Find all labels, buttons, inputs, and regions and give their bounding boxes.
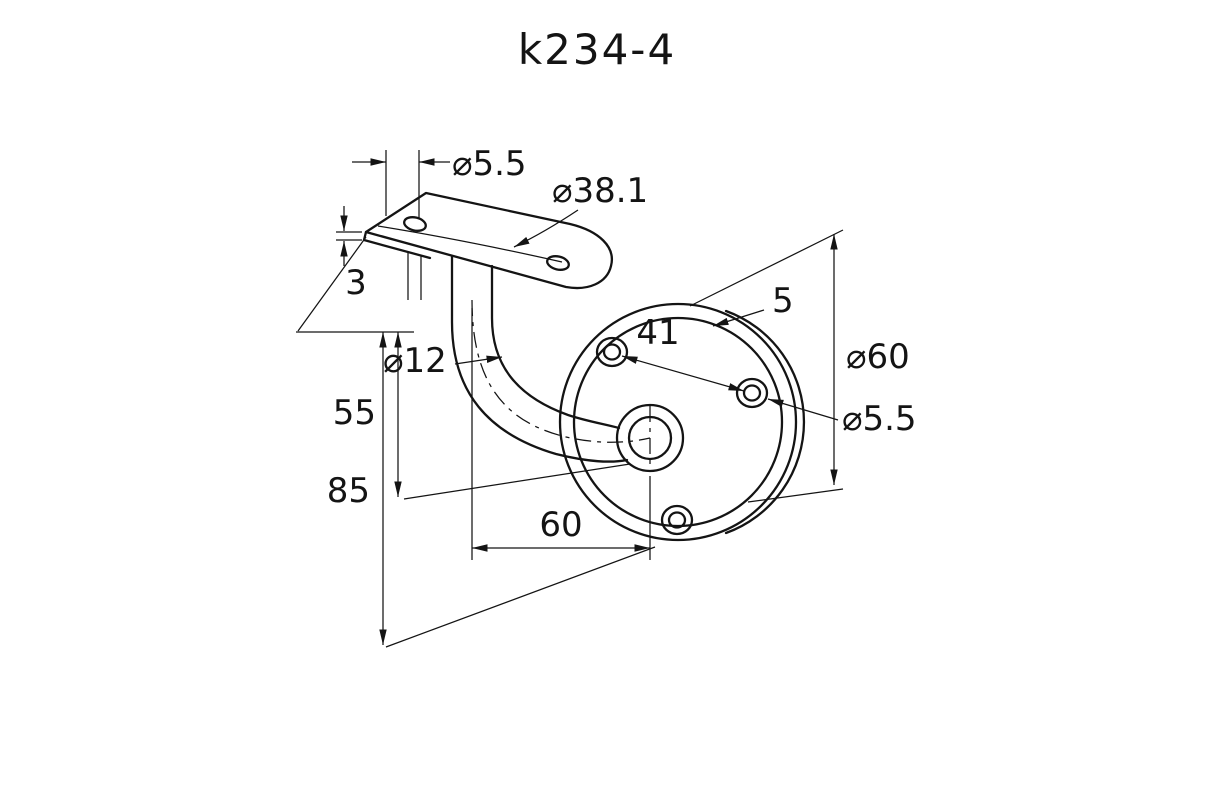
wall-flange <box>558 302 806 542</box>
dim-plate-thickness: 3 <box>336 206 367 303</box>
dim-label-overall-drop: 85 <box>327 471 370 511</box>
dim-label-plate-hole-dia: ⌀5.5 <box>452 144 527 184</box>
flange-screw-holes <box>595 336 769 536</box>
dim-flange-rim: 5 <box>712 281 794 327</box>
screw-hole-right-inner <box>742 384 762 402</box>
bracket-part <box>362 191 806 542</box>
screw-hole-bottom <box>660 504 694 536</box>
drawing-title: k234-4 <box>518 25 676 74</box>
flange-inner-circle <box>572 316 784 528</box>
arm-inner-edge <box>490 264 621 430</box>
plate-outline <box>364 191 614 290</box>
dim-label-hole-spacing: 41 <box>636 313 679 353</box>
dim-drop-to-center: 55 <box>296 236 631 500</box>
dim-label-drop-to-center: 55 <box>333 393 376 433</box>
flange-outer-circle <box>558 302 798 542</box>
saddle-plate <box>362 191 614 290</box>
dim-handrail-dia: ⌀38.1 <box>513 171 648 248</box>
dim-plate-hole-dia: ⌀5.5 <box>352 144 527 300</box>
dim-label-flange-hole-dia: ⌀5.5 <box>842 399 917 439</box>
dim-label-tube-dia: ⌀12 <box>383 341 447 381</box>
dim-hole-spacing: 41 <box>621 313 745 392</box>
support-arm <box>450 254 651 463</box>
plate-under-edge <box>362 230 432 260</box>
dim-label-flange-rim: 5 <box>772 281 794 321</box>
screw-hole-top-inner <box>602 343 622 361</box>
hub-boss <box>615 403 685 473</box>
plate-hole-right <box>546 255 570 271</box>
saddle-curve <box>377 225 563 263</box>
dim-flange-hole-dia: ⌀5.5 <box>767 398 917 439</box>
dim-tube-dia: ⌀12 <box>383 341 503 381</box>
dim-projection: 60 <box>471 308 651 560</box>
screw-hole-right <box>735 377 769 409</box>
flange-rim-edge <box>724 309 806 535</box>
screw-hole-bottom-inner <box>667 511 687 529</box>
screw-hole-top <box>595 336 629 368</box>
arm-outer-edge <box>450 254 629 463</box>
dim-flange-dia: ⌀60 <box>689 229 910 503</box>
arm-centerline <box>471 299 651 443</box>
dim-label-plate-thickness: 3 <box>345 263 367 303</box>
dim-label-projection: 60 <box>539 505 582 545</box>
dim-overall-drop: 85 <box>327 332 656 648</box>
dim-label-handrail-dia: ⌀38.1 <box>552 171 648 211</box>
dim-label-flange-dia: ⌀60 <box>846 337 910 377</box>
plate-hole-left <box>403 216 427 232</box>
